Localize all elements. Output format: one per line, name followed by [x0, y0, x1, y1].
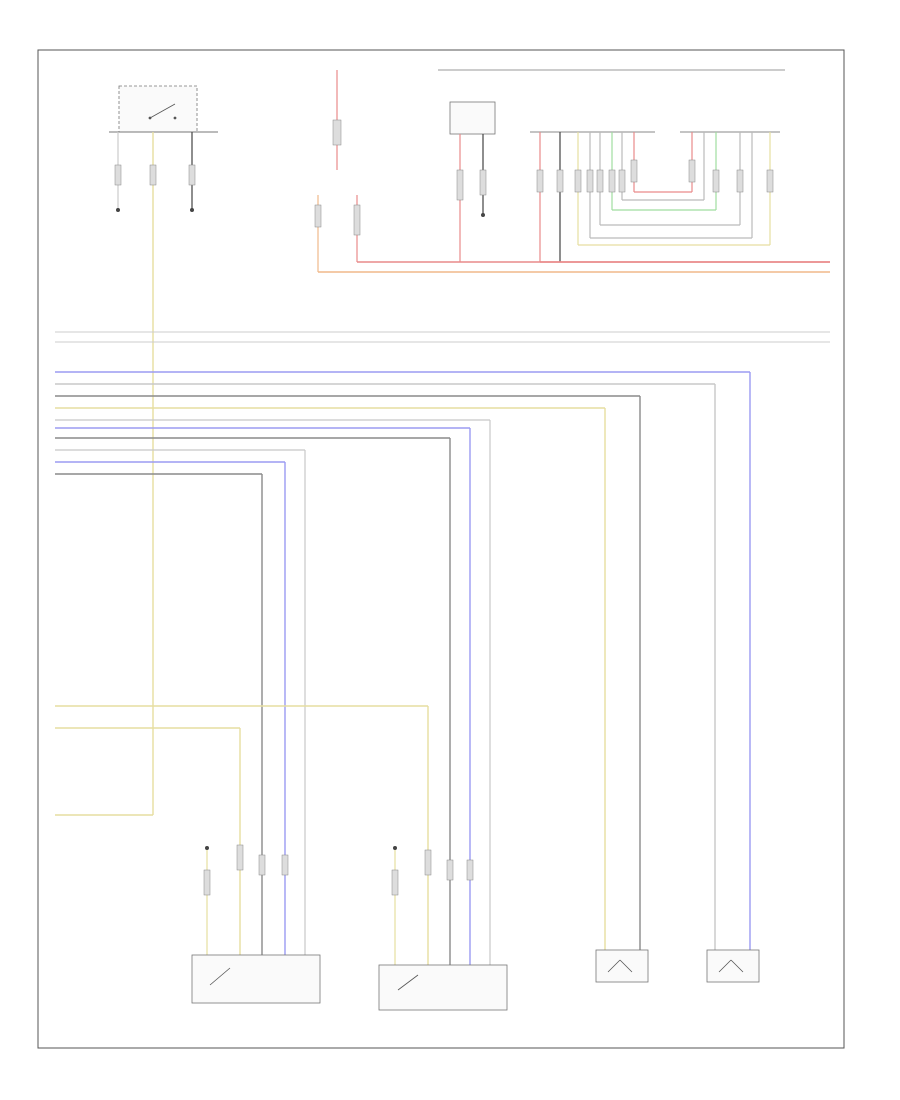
top-left-switch	[109, 85, 218, 133]
horizontal-bus	[55, 331, 830, 475]
top-right-connectors	[438, 69, 785, 262]
lock-switch-right	[378, 846, 508, 1011]
supply-lines	[318, 261, 830, 273]
vertical-drops	[55, 372, 751, 965]
diagram-frame	[37, 49, 845, 1049]
actuator-center	[595, 949, 649, 983]
actuator-right	[706, 949, 760, 983]
fuse-block	[314, 70, 361, 272]
top-module	[449, 101, 496, 262]
lock-switch-left	[191, 844, 321, 1004]
